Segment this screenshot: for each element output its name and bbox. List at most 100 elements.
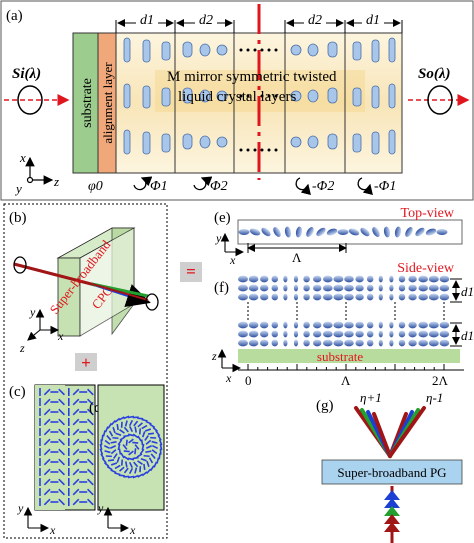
side-bead bbox=[344, 330, 354, 338]
director-dash bbox=[117, 443, 121, 451]
director-dash bbox=[123, 467, 129, 474]
side-bead bbox=[344, 321, 354, 329]
axes-b bbox=[27, 308, 60, 341]
side-bead bbox=[260, 293, 269, 301]
top-bead bbox=[425, 228, 437, 236]
side-bead bbox=[293, 293, 299, 301]
director-dash bbox=[58, 438, 65, 446]
director-dash bbox=[144, 435, 149, 441]
director-dash bbox=[87, 468, 94, 476]
director-dash bbox=[132, 433, 139, 439]
top-view-title: Top-view bbox=[401, 206, 455, 221]
d2-label-left: d2 bbox=[199, 13, 213, 28]
axes-e bbox=[220, 232, 245, 257]
phi0-label: φ0 bbox=[88, 179, 103, 194]
director-dash bbox=[144, 428, 152, 432]
director-dash bbox=[118, 416, 125, 421]
top-bead bbox=[316, 227, 326, 237]
director-dash bbox=[137, 435, 142, 442]
director-dash bbox=[123, 434, 130, 438]
side-bead bbox=[333, 339, 344, 347]
side-bead bbox=[398, 339, 406, 347]
director-dash bbox=[103, 462, 110, 468]
axis-c-x: x bbox=[49, 523, 56, 537]
director-dash bbox=[145, 439, 152, 445]
director-dash bbox=[137, 417, 144, 420]
side-bead bbox=[313, 339, 322, 347]
director-dash bbox=[110, 419, 116, 426]
caption-line2: liquid crystal layers bbox=[178, 89, 296, 105]
side-bead bbox=[313, 330, 322, 338]
side-bead bbox=[398, 275, 406, 283]
director-dash bbox=[123, 455, 130, 461]
director-dash bbox=[140, 439, 144, 446]
director-dash bbox=[87, 498, 94, 506]
axis-e-x: x bbox=[229, 253, 236, 267]
side-bead bbox=[333, 284, 344, 292]
side-bead bbox=[439, 275, 450, 283]
top-bead bbox=[372, 227, 380, 237]
incident-chevrons bbox=[384, 490, 400, 532]
director-dash bbox=[106, 435, 112, 441]
tick-0: 0 bbox=[245, 373, 252, 388]
d1-label-right: d1 bbox=[366, 13, 380, 28]
director-dash bbox=[58, 468, 65, 476]
side-bead bbox=[271, 284, 279, 292]
director-dash bbox=[123, 450, 130, 453]
top-view-molecules bbox=[238, 226, 448, 238]
rotation-arrow-1 bbox=[133, 176, 153, 191]
director-dash bbox=[43, 418, 51, 426]
side-bead bbox=[355, 293, 364, 301]
director-dash bbox=[140, 457, 147, 462]
side-bead bbox=[283, 284, 288, 292]
side-bead bbox=[238, 339, 248, 347]
caption-line1: M mirror symmetric twisted bbox=[167, 69, 337, 85]
director-dash bbox=[137, 460, 143, 465]
side-bead bbox=[238, 275, 248, 283]
director-dash bbox=[101, 434, 104, 441]
director-dash bbox=[114, 417, 121, 423]
director-dash bbox=[152, 426, 159, 432]
director-dash bbox=[127, 475, 135, 479]
panel-f-tag: (f) bbox=[214, 280, 229, 296]
director-dash bbox=[149, 465, 155, 472]
side-bead bbox=[408, 284, 417, 292]
director-dash bbox=[104, 426, 109, 433]
director-dash bbox=[141, 418, 148, 422]
director-dash bbox=[119, 429, 125, 434]
tick-lambda: Λ bbox=[341, 373, 351, 388]
side-bead bbox=[323, 275, 333, 283]
director-dash bbox=[107, 422, 113, 429]
director-dash bbox=[120, 452, 125, 459]
top-bead bbox=[348, 228, 360, 236]
director-dash bbox=[143, 463, 146, 471]
director-dash bbox=[87, 388, 94, 396]
side-bead bbox=[293, 339, 299, 347]
side-bead bbox=[333, 293, 344, 301]
phi2-label: Φ2 bbox=[210, 179, 228, 194]
side-bead bbox=[333, 275, 344, 283]
director-dash bbox=[158, 439, 163, 446]
side-bead bbox=[366, 284, 374, 292]
substrate-label-f: substrate bbox=[317, 349, 363, 364]
director-dash bbox=[58, 428, 65, 436]
director-dash bbox=[156, 457, 160, 464]
side-bead bbox=[260, 284, 269, 292]
director-dash bbox=[153, 461, 158, 468]
director-dash bbox=[136, 453, 143, 458]
director-dash bbox=[132, 456, 139, 460]
director-dash bbox=[58, 478, 65, 486]
axis-b-x: x bbox=[57, 329, 64, 343]
eta-plus-label: η+1 bbox=[360, 390, 382, 405]
tick-2lambda: 2Λ bbox=[432, 373, 449, 388]
side-bead bbox=[323, 293, 333, 301]
side-bead bbox=[303, 293, 310, 301]
director-dash bbox=[125, 461, 128, 468]
side-bead bbox=[355, 330, 364, 338]
director-dash bbox=[141, 471, 148, 477]
side-bead bbox=[333, 321, 344, 329]
side-bead bbox=[418, 339, 428, 347]
equals-box bbox=[180, 262, 202, 282]
director-dash bbox=[104, 450, 111, 454]
director-dash bbox=[58, 418, 65, 426]
